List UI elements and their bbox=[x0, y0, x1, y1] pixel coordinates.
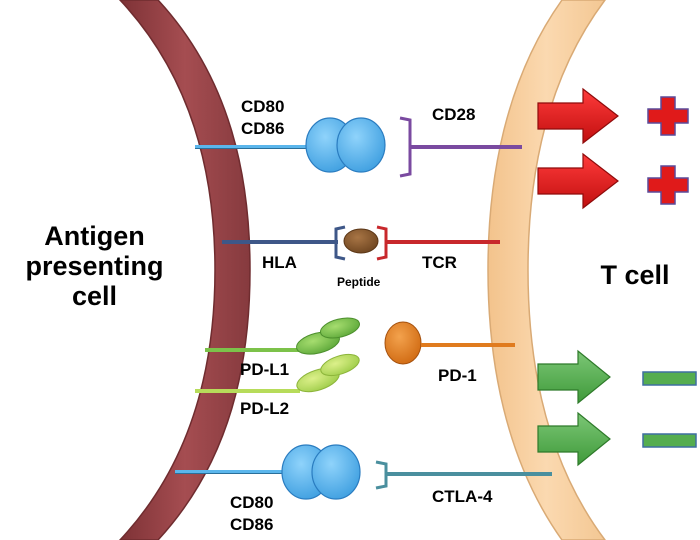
peptide-label: Peptide bbox=[337, 275, 381, 289]
hla-bracket bbox=[334, 225, 346, 261]
stimulatory-arrow-1 bbox=[537, 87, 619, 145]
pd-1-label: PD-1 bbox=[438, 366, 477, 385]
apc-label-line-1: Antigen bbox=[44, 221, 145, 251]
plus-icon-2 bbox=[647, 165, 689, 205]
apc-membrane bbox=[118, 0, 251, 540]
ctla-4-label: CTLA-4 bbox=[432, 487, 493, 506]
cd86-label-bottom: CD86 bbox=[230, 515, 274, 534]
inhibitory-arrow-1 bbox=[537, 349, 611, 405]
tcell-membrane bbox=[487, 0, 606, 540]
pd-l2-label: PD-L2 bbox=[240, 399, 290, 418]
tcr-label: TCR bbox=[422, 253, 457, 272]
apc-label: Antigen presenting cell bbox=[12, 221, 177, 311]
pd-1-head bbox=[384, 321, 422, 365]
cd86-label-top: CD86 bbox=[241, 119, 285, 138]
apc-label-line-2: presenting bbox=[25, 251, 164, 281]
stimulatory-arrow-2 bbox=[537, 152, 619, 210]
pd-l1-domain-2 bbox=[319, 317, 361, 339]
plus-icon-1 bbox=[647, 96, 689, 136]
cd80-cd86-domain-2 bbox=[336, 117, 386, 173]
cd80-label-top: CD80 bbox=[241, 97, 285, 116]
pd-l1-label: PD-L1 bbox=[240, 360, 290, 379]
ctla-4-bracket bbox=[375, 460, 388, 490]
cd28-label: CD28 bbox=[432, 105, 476, 124]
cd80-cd86-domain-4 bbox=[311, 444, 361, 500]
hla-label: HLA bbox=[262, 253, 297, 272]
cd28-bracket bbox=[399, 116, 412, 178]
peptide-blob bbox=[343, 228, 379, 254]
pd-l2-domain-2 bbox=[320, 353, 360, 377]
inhibitory-arrow-2 bbox=[537, 411, 611, 467]
apc-label-line-3: cell bbox=[71, 281, 118, 311]
cd80-label-bottom: CD80 bbox=[230, 493, 274, 512]
minus-icon-2 bbox=[642, 433, 697, 448]
tcell-label: T cell bbox=[600, 260, 670, 290]
tcr-bracket bbox=[376, 225, 388, 261]
minus-icon-1 bbox=[642, 371, 697, 386]
